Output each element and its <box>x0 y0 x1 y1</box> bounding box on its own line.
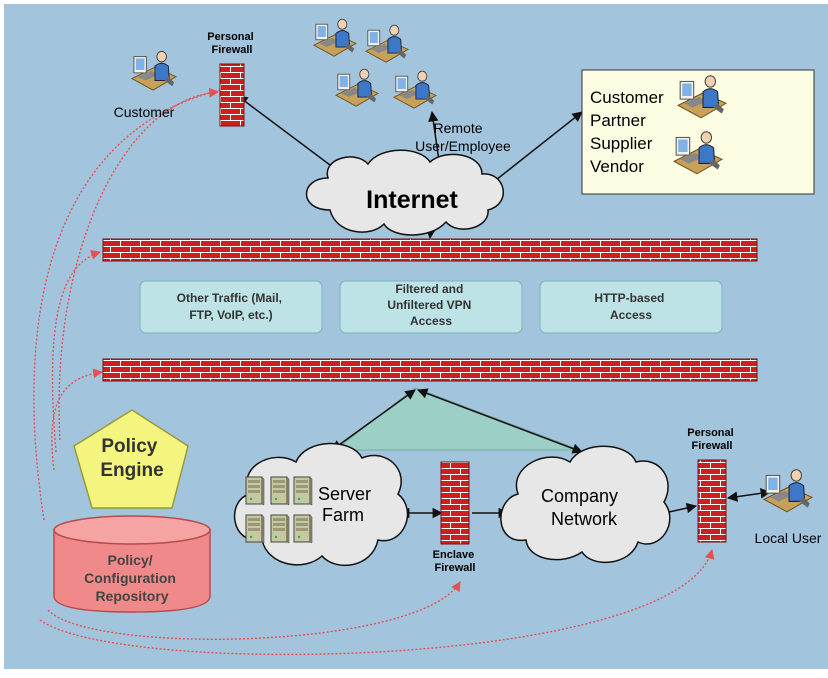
server-icon <box>293 514 313 544</box>
personal-firewall-right-label: Personal Firewall <box>687 427 737 452</box>
policy-engine-label: Policy Engine <box>100 436 163 481</box>
access-box-other-traffic: Other Traffic (Mail, FTP, VoIP, etc.) <box>139 280 323 334</box>
server-icon <box>293 476 313 506</box>
access-box-http: HTTP-based Access <box>539 280 723 334</box>
internet-label: Internet <box>366 186 458 214</box>
company-network-label: Company Network <box>541 486 623 529</box>
svg-text:HTTP-based Access: HTTP-based Access <box>594 291 667 322</box>
personal-firewall-top-label: Personal Firewall <box>207 31 257 56</box>
enclave-firewall-label: Enclave Firewall <box>433 549 478 574</box>
svg-text:Other Traffic (Mail, FTP: Other Traffic (Mail, FTP, VoIP, etc.) <box>177 291 286 322</box>
partner-box-labels: Customer Partner Supplier Vendor <box>590 88 668 176</box>
local-user-label: Local User <box>755 530 822 546</box>
outer-perimeter-firewall <box>102 238 758 262</box>
server-icon <box>245 476 265 506</box>
server-icon <box>270 514 290 544</box>
internet-cloud-icon <box>305 149 504 236</box>
company-network-cloud-icon <box>500 445 671 564</box>
access-box-vpn: Filtered and Unfiltered VPN Access <box>339 280 523 334</box>
personal-firewall-top-icon <box>219 63 245 127</box>
repository-label: Policy/ Configuration Repository <box>84 552 180 604</box>
inner-perimeter-firewall <box>102 358 758 382</box>
server-icon <box>270 476 290 506</box>
policy-control-lines <box>33 87 715 656</box>
repository-cylinder <box>53 515 211 613</box>
server-farm-label: Server Farm <box>318 484 376 525</box>
server-icon <box>245 514 265 544</box>
policy-engine-shape <box>73 409 189 509</box>
customer-label: Customer <box>114 104 175 120</box>
svg-text:Filtered and Unfiltered: Filtered and Unfiltered VPN Access <box>387 282 474 328</box>
enclave-firewall-icon <box>440 461 470 545</box>
personal-firewall-right-icon <box>697 459 727 543</box>
remote-user-label: Remote User/Employee <box>415 120 511 154</box>
